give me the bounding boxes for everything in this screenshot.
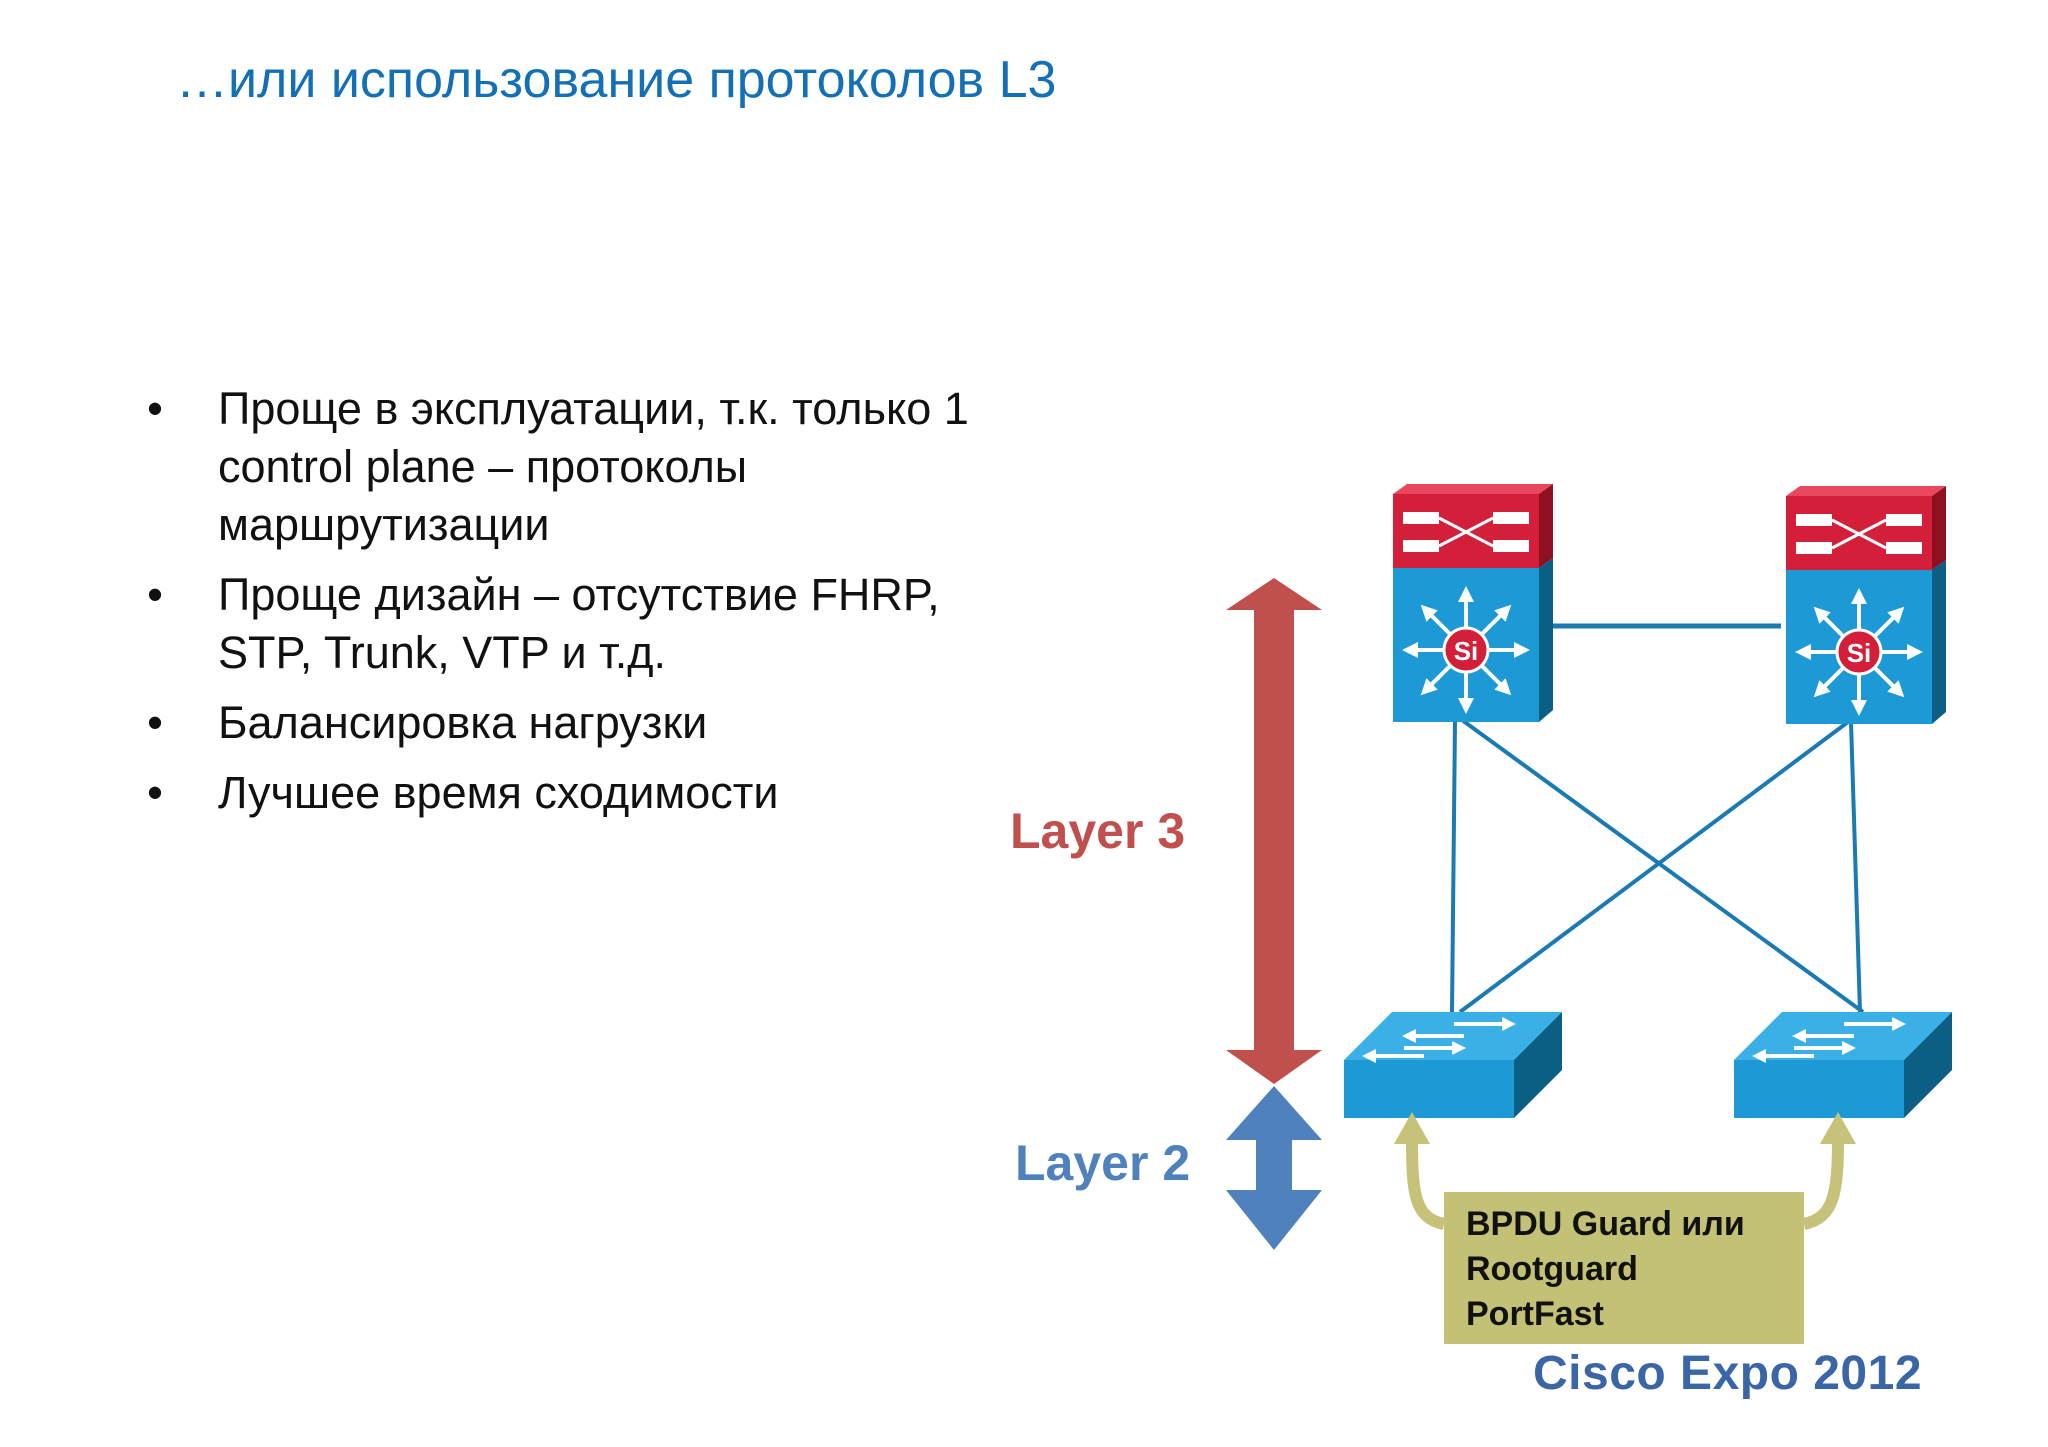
bullet-line: Проще дизайн – отсутствие FHRP, — [218, 569, 940, 620]
note-arrow-left — [1406, 1139, 1446, 1230]
bullet-line: Балансировка нагрузки — [218, 697, 708, 748]
note-line: PortFast — [1466, 1295, 1604, 1333]
bullet-item: • Лучшее время сходимости — [140, 764, 1040, 822]
bullet-dot: • — [147, 697, 163, 748]
bullet-line: STP, Trunk, VTP и т.д. — [218, 627, 667, 678]
note-arrow-right — [1802, 1139, 1844, 1230]
link-right-core-right-access — [1849, 721, 1862, 1013]
note-line: BPDU Guard или — [1466, 1205, 1745, 1243]
si-badge: Si — [1847, 638, 1872, 668]
bullet-list: • Проще в эксплуатации, т.к. только 1 co… — [140, 380, 1040, 834]
layer2-double-arrow — [1226, 1086, 1322, 1250]
bullet-item: • Балансировка нагрузки — [140, 694, 1040, 752]
layer2-label: Layer 2 — [1015, 1135, 1190, 1191]
note-arrow-left-head — [1394, 1112, 1430, 1144]
bullet-line: control plane – протоколы — [218, 441, 748, 492]
si-badge: Si — [1454, 636, 1479, 666]
bullet-line: Лучшее время сходимости — [218, 767, 779, 818]
bullet-line: Проще в эксплуатации, т.к. только 1 — [218, 383, 969, 434]
bullet-item: • Проще в эксплуатации, т.к. только 1 co… — [140, 380, 1040, 554]
bullet-dot: • — [147, 569, 163, 620]
bullet-line: маршрутизации — [218, 499, 550, 550]
core-switch-left: Si — [1393, 484, 1553, 722]
bullet-item: • Проще дизайн – отсутствие FHRP, STP, T… — [140, 566, 1040, 682]
bullet-dot: • — [147, 767, 163, 818]
link-right-core-left-access — [1458, 720, 1850, 1014]
layer3-double-arrow — [1226, 578, 1322, 1084]
page-title: …или использование протоколов L3 — [176, 51, 1057, 109]
access-switch-left — [1344, 1012, 1562, 1118]
note-line: Rootguard — [1466, 1250, 1638, 1288]
network-links — [1450, 623, 1865, 1014]
link-left-core-right-access — [1460, 718, 1865, 1014]
core-switch-right: Si — [1786, 486, 1946, 724]
link-left-core-left-access — [1450, 719, 1457, 1013]
cisco-expo-logo: Cisco Expo 2012 — [1533, 1347, 1923, 1400]
note-arrow-right-head — [1820, 1112, 1856, 1144]
access-switch-right — [1734, 1012, 1952, 1118]
guard-note-box: BPDU Guard или Rootguard PortFast — [1444, 1192, 1804, 1344]
bullet-dot: • — [147, 383, 163, 434]
layer3-label: Layer 3 — [1010, 803, 1185, 859]
